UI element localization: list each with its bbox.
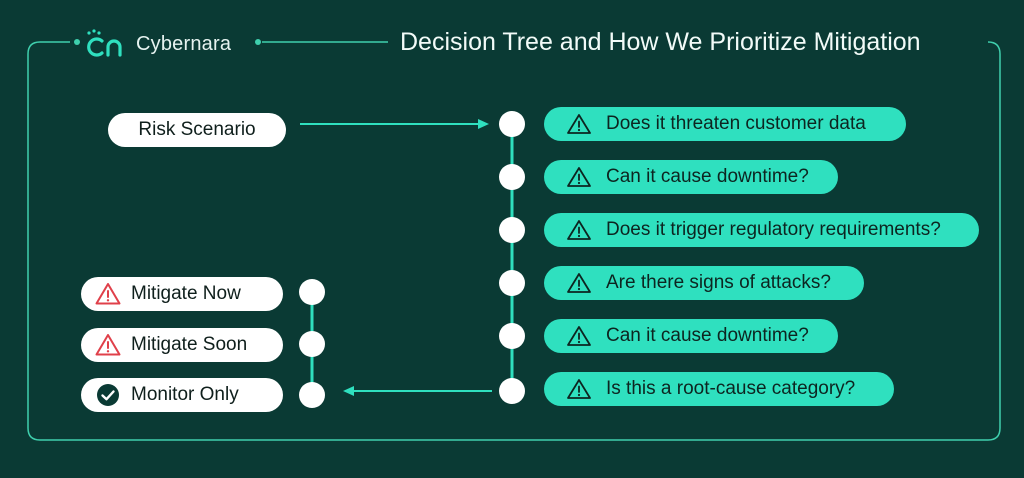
question-pill-1: Does it threaten customer data (544, 107, 906, 141)
outcome-pill-monitor-only: Monitor Only (81, 378, 283, 412)
check-circle-icon (97, 384, 119, 406)
start-arrow-head (478, 119, 489, 129)
question-pill-2: Can it cause downtime? (544, 160, 838, 194)
outcome-pill-mitigate-soon: Mitigate Soon (81, 328, 283, 362)
warning-triangle-icon (567, 167, 591, 187)
question-pill-6: Is this a root-cause category? (544, 372, 894, 406)
warning-triangle-icon (567, 114, 591, 134)
outcome-node-3 (299, 382, 325, 408)
start-node-risk-scenario: Risk Scenario (108, 113, 286, 147)
warning-triangle-red-icon (95, 334, 121, 356)
question-node-4 (499, 270, 525, 296)
outcome-node-2 (299, 331, 325, 357)
return-arrow-head (343, 386, 354, 396)
frame-dot-left (74, 39, 80, 45)
cybernara-logo-icon (87, 29, 122, 57)
frame-border (27, 41, 1001, 441)
question-node-3 (499, 217, 525, 243)
question-label-1: Does it threaten customer data (606, 113, 866, 134)
question-pill-4: Are there signs of attacks? (544, 266, 864, 300)
question-label-4: Are there signs of attacks? (606, 272, 831, 293)
question-node-1 (499, 111, 525, 137)
page-title: Decision Tree and How We Prioritize Miti… (400, 28, 921, 56)
question-label-3: Does it trigger regulatory requirements? (606, 219, 941, 240)
warning-triangle-icon (567, 273, 591, 293)
outcome-node-1 (299, 279, 325, 305)
frame-dot-right (255, 39, 261, 45)
question-node-2 (499, 164, 525, 190)
warning-triangle-icon (567, 379, 591, 399)
start-node-label: Risk Scenario (138, 119, 256, 140)
question-pill-5: Can it cause downtime? (544, 319, 838, 353)
warning-triangle-icon (567, 220, 591, 240)
warning-triangle-red-icon (95, 283, 121, 305)
brand: Cybernara (84, 26, 231, 62)
question-label-6: Is this a root-cause category? (606, 378, 856, 399)
outcome-pill-mitigate-now: Mitigate Now (81, 277, 283, 311)
question-node-6 (499, 378, 525, 404)
outcome-label-2: Mitigate Soon (131, 334, 248, 355)
question-node-5 (499, 323, 525, 349)
question-label-2: Can it cause downtime? (606, 166, 809, 187)
question-pill-3: Does it trigger regulatory requirements? (544, 213, 979, 247)
brand-name: Cybernara (136, 32, 232, 55)
warning-triangle-icon (567, 326, 591, 346)
outcome-label-3: Monitor Only (131, 384, 239, 405)
question-label-5: Can it cause downtime? (606, 325, 809, 346)
outcome-label-1: Mitigate Now (131, 283, 241, 304)
